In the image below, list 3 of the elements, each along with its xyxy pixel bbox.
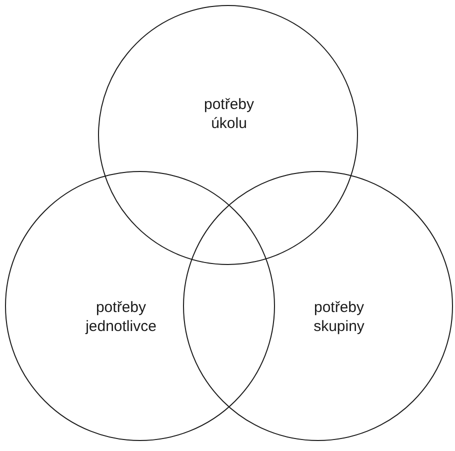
circle-label: potřeby úkolu [204,95,254,133]
circle-label: potřeby skupiny [314,298,364,336]
circle-label: potřeby jednotlivce [86,298,156,336]
